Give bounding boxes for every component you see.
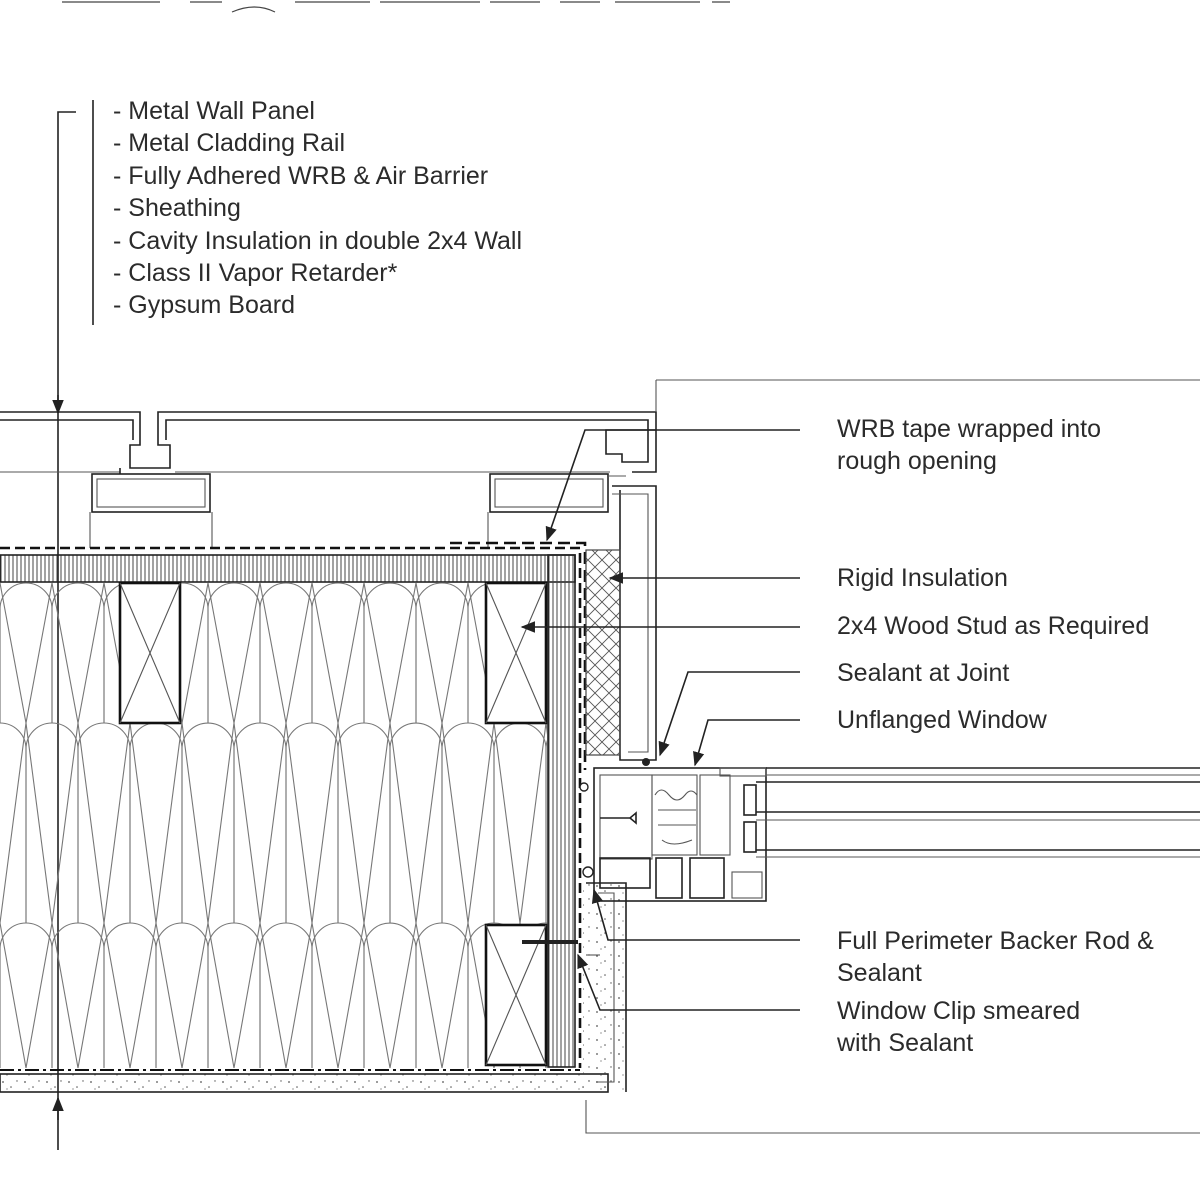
insulation-stroke	[25, 722, 79, 924]
unflanged-window	[579, 758, 767, 902]
insulation-stroke	[155, 922, 209, 1068]
insulation-stroke	[389, 722, 443, 924]
insulation-stroke	[415, 922, 469, 1068]
assembly-layer-list: - Metal Wall Panel - Metal Cladding Rail…	[113, 95, 522, 322]
layer-bracket	[52, 100, 94, 1150]
callout-unflanged-window: Unflanged Window	[837, 706, 1047, 734]
leader-lines	[520, 429, 800, 1011]
callout-window-clip-line1: Window Clip smeared	[837, 997, 1081, 1025]
sheathing	[0, 554, 576, 1068]
cavity-insulation	[0, 583, 547, 1068]
layer-metal-cladding-rail: - Metal Cladding Rail	[113, 129, 346, 158]
insulation-loop	[415, 583, 469, 723]
callout-backer-rod: Full Perimeter Backer Rod & Sealant	[837, 925, 1154, 989]
interior-outline	[585, 379, 1200, 1134]
insulation-stroke	[311, 922, 365, 1068]
insulation-loop	[363, 922, 417, 1068]
insulation-stroke	[0, 722, 27, 924]
wrb-line	[0, 541, 587, 1068]
insulation-loop	[0, 922, 53, 1068]
insulation-loop	[155, 922, 209, 1068]
layer-metal-wall-panel: - Metal Wall Panel	[113, 97, 315, 125]
insulation-loop	[389, 722, 443, 923]
insulation-stroke	[103, 922, 157, 1068]
insulation-loop	[337, 722, 391, 923]
insulation-stroke	[259, 583, 313, 724]
callout-wrb-tape-line1: WRB tape wrapped into	[837, 415, 1102, 443]
rigid-insulation	[585, 549, 621, 756]
insulation-stroke	[285, 722, 339, 924]
insulation-loop	[259, 583, 313, 723]
insulation-stroke	[259, 922, 313, 1068]
insulation-loop	[233, 722, 287, 923]
insulation-loop	[51, 583, 105, 723]
insulation-stroke	[337, 722, 391, 924]
metal-wall-panel	[0, 411, 657, 473]
layer-gypsum-board: - Gypsum Board	[113, 291, 296, 320]
insulation-loop	[311, 583, 365, 723]
cropped-top-artifacts	[62, 1, 730, 13]
insulation-loop	[311, 922, 365, 1068]
insulation-stroke	[363, 922, 417, 1068]
insulation-stroke	[51, 922, 105, 1068]
callout-sealant-joint: Sealant at Joint	[837, 659, 1010, 687]
callout-wrb-tape-line2: rough opening	[837, 447, 997, 475]
insulation-loop	[103, 922, 157, 1068]
callout-wood-stud: 2x4 Wood Stud as Required	[837, 612, 1150, 640]
insulation-loop	[207, 922, 261, 1068]
insulation-loop	[77, 722, 131, 923]
insulation-loop	[285, 722, 339, 923]
layer-sheathing: - Sheathing	[113, 194, 241, 223]
insulation-loop	[259, 922, 313, 1068]
callout-window-clip-line2: with Sealant	[837, 1029, 974, 1057]
callout-window-clip: Window Clip smeared with Sealant	[837, 995, 1080, 1059]
insulation-loop	[0, 583, 53, 723]
layer-cavity-insulation: - Cavity Insulation in double 2x4 Wall	[113, 226, 522, 255]
insulation-stroke	[493, 722, 547, 924]
insulation-stroke	[51, 583, 105, 724]
insulation-stroke	[363, 583, 417, 724]
insulation-stroke	[0, 922, 53, 1068]
glazing	[756, 767, 1200, 858]
layer-vapor-retarder: - Class II Vapor Retarder*	[113, 259, 398, 288]
insulation-loop	[51, 922, 105, 1068]
insulation-loop	[207, 583, 261, 723]
insulation-stroke	[441, 722, 495, 924]
insulation-stroke	[415, 583, 469, 724]
insulation-stroke	[233, 722, 287, 924]
insulation-stroke	[0, 583, 53, 724]
insulation-stroke	[77, 722, 131, 924]
wood-studs	[118, 581, 578, 1067]
insulation-stroke	[181, 722, 235, 924]
callout-backer-rod-line2: Sealant	[837, 959, 922, 987]
layer-wrb-air-barrier: - Fully Adhered WRB & Air Barrier	[113, 161, 489, 190]
insulation-loop	[0, 722, 27, 923]
metal-cladding-rail	[89, 468, 657, 761]
insulation-stroke	[129, 722, 183, 924]
insulation-stroke	[311, 583, 365, 724]
insulation-loop	[129, 722, 183, 923]
callout-wrb-tape: WRB tape wrapped into rough opening	[837, 413, 1101, 477]
insulation-loop	[363, 583, 417, 723]
insulation-loop	[493, 722, 547, 923]
callout-backer-rod-line1: Full Perimeter Backer Rod &	[837, 927, 1154, 955]
insulation-loop	[415, 922, 469, 1068]
insulation-loop	[25, 722, 79, 923]
insulation-stroke	[207, 922, 261, 1068]
callout-rigid-insulation: Rigid Insulation	[837, 564, 1008, 592]
insulation-loop	[441, 722, 495, 923]
insulation-loop	[181, 722, 235, 923]
gypsum-board	[0, 882, 627, 1093]
insulation-stroke	[207, 583, 261, 724]
